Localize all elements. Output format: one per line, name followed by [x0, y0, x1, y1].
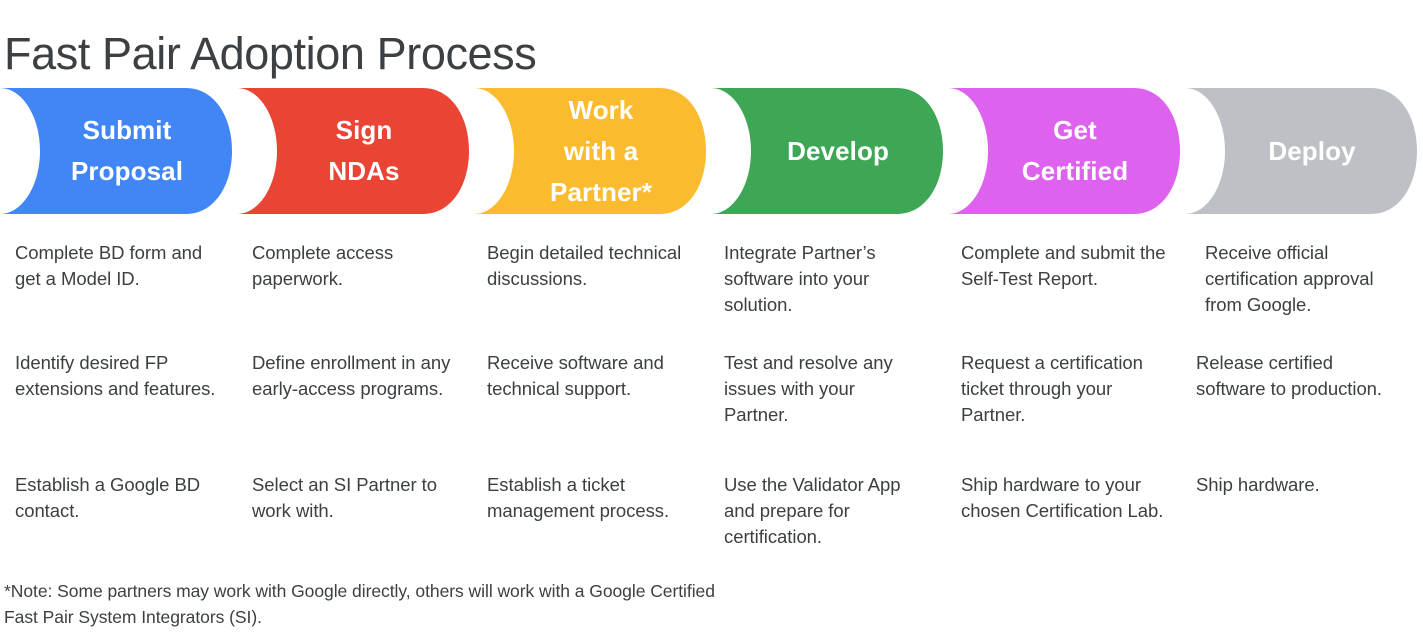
stage-detail-item: Identify desired FP extensions and featu…: [15, 352, 216, 399]
stage-detail-item: Receive software and technical support.: [487, 352, 664, 399]
stage-detail-item: Complete BD form and get a Model ID.: [15, 242, 203, 289]
stage-chevron-submit-proposal[interactable]: Submit Proposal: [0, 88, 232, 214]
stage-detail-item: Integrate Partner’s software into your s…: [724, 242, 876, 315]
chevron-shape-submit-proposal: [0, 88, 232, 214]
stage-detail-item: Ship hardware to your chosen Certificati…: [961, 474, 1164, 521]
stage-chevron-develop[interactable]: Develop: [711, 88, 943, 214]
stage-detail-item: Establish a ticket management process.: [487, 474, 670, 521]
stage-label-line: Get: [1053, 115, 1097, 145]
stage-label-work-with-a-partner: Work with a Partner*: [474, 90, 706, 213]
footnote-note: *Note: Some partners may work with Googl…: [4, 581, 715, 627]
chevron-shape-develop: [711, 88, 943, 214]
stage-detail-item: Select an SI Partner to work with.: [252, 474, 437, 521]
page-title: Fast Pair Adoption Process: [4, 28, 537, 80]
stage-detail-item: Test and resolve any issues with your Pa…: [724, 352, 893, 425]
stage-label-line: with a: [563, 135, 639, 166]
stage-detail-item: Complete and submit the Self-Test Report…: [961, 242, 1166, 289]
stage-detail-item: Receive official certification approval …: [1205, 242, 1374, 315]
stage-label-line: Partner*: [550, 176, 652, 207]
stage-chevron-deploy[interactable]: Deploy: [1185, 88, 1417, 214]
chevron-shape-sign-ndas: [237, 88, 469, 214]
stage-label-submit-proposal: Submit Proposal: [0, 110, 232, 192]
stage-label-line: Develop: [787, 135, 889, 166]
stage-detail-item: Request a certification ticket through y…: [961, 352, 1143, 425]
stage-detail-item: Ship hardware.: [1196, 474, 1320, 495]
stage-label-line: Deploy: [1268, 135, 1356, 166]
stage-detail-item: Complete access paperwork.: [252, 242, 394, 289]
stage-label-deploy: Deploy: [1185, 131, 1417, 172]
chevron-shape-work-with-a-partner: [474, 88, 706, 214]
stage-label-line: Proposal: [70, 156, 184, 186]
stage-label-sign-ndas: Sign NDAs: [237, 110, 469, 192]
stage-detail-item: Establish a Google BD contact.: [15, 474, 201, 521]
stage-label-line: Sign: [335, 115, 393, 145]
stage-label-line: Work: [568, 94, 634, 125]
chevron-shape-deploy: [1185, 88, 1417, 214]
stage-chevron-work-with-a-partner[interactable]: Work with a Partner*: [474, 88, 706, 214]
stage-chevron-get-certified[interactable]: Get Certified: [948, 88, 1180, 214]
chevron-shape-get-certified: [948, 88, 1180, 214]
stage-label-get-certified: Get Certified: [948, 110, 1180, 192]
stage-label-line: Certified: [1021, 156, 1129, 186]
stage-label-develop: Develop: [711, 131, 943, 172]
stage-chevron-sign-ndas[interactable]: Sign NDAs: [237, 88, 469, 214]
stage-detail-item: Release certified software to production…: [1196, 352, 1383, 399]
stage-details-grid: Complete BD form and get a Model ID. Ide…: [0, 240, 1423, 550]
stage-label-line: NDAs: [328, 156, 400, 186]
stage-detail-item: Begin detailed technical discussions.: [487, 242, 682, 289]
stage-detail-item: Use the Validator App and prepare for ce…: [724, 474, 901, 547]
stage-label-line: Submit: [82, 115, 172, 145]
process-stage-chevron-band: Submit Proposal Sign NDAs: [0, 88, 1423, 214]
stage-detail-item: Define enrollment in any early-access pr…: [252, 352, 451, 399]
